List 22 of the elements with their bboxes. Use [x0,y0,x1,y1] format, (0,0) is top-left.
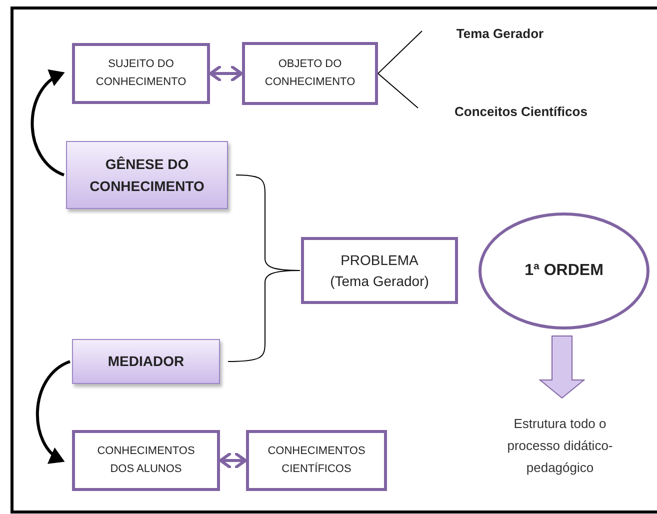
curved-arrow [36,360,71,462]
text-label: Estrutura todo o processo didático-pedagógico [495,405,625,487]
curved-arrow [30,71,65,176]
process-box: CONHECIMENTOS DOS ALUNOS [72,430,220,491]
process-box: SUJEITO DO CONHECIMENTO [72,43,210,104]
connector-line [378,73,418,108]
connector-line [378,30,422,74]
double-arrow [209,64,243,82]
process-box [301,237,458,304]
node-title: PROBLEMA [340,251,418,270]
node-subtitle: (Tema Gerador) [330,272,429,291]
node-title: 1ª ORDEM [524,262,604,280]
process-box: OBJETO DO CONHECIMENTO [242,42,378,105]
brace-line [228,270,300,362]
double-arrow [219,452,247,470]
text-label: Tema Gerador [440,22,560,44]
block-arrow [538,336,586,399]
text-label: Conceitos Científicos [436,100,606,122]
concept-box: GÊNESE DO CONHECIMENTO [66,141,228,209]
order-ellipse [478,212,650,330]
concept-box: MEDIADOR [72,339,220,384]
process-box: CONHECIMENTOS CIENTÍFICOS [246,430,387,491]
